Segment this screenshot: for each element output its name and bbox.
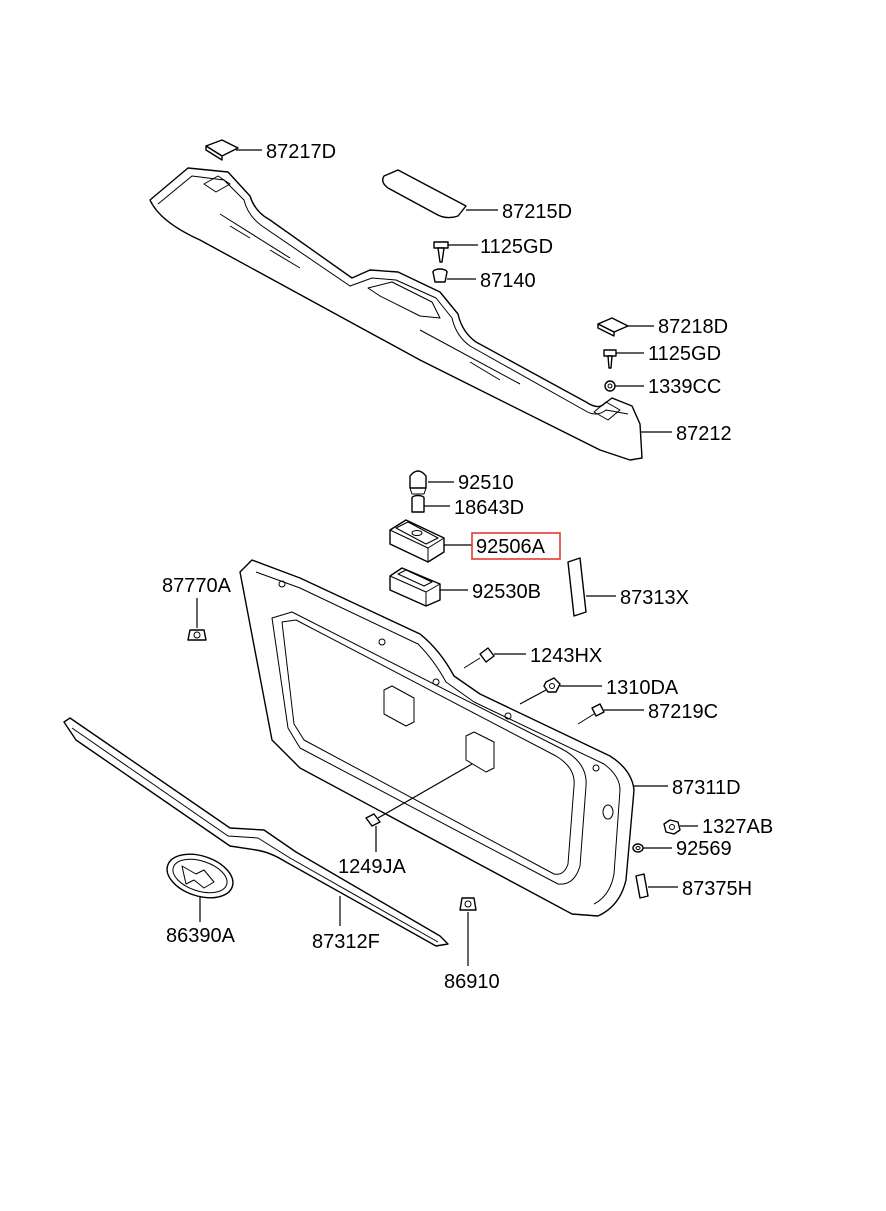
label-87219C[interactable]: 87219C: [648, 701, 718, 723]
strip-87215D[interactable]: [381, 169, 467, 219]
molding-87312F[interactable]: [63, 717, 449, 947]
screw-1243HX[interactable]: [463, 647, 495, 669]
label-86910[interactable]: 86910: [444, 971, 500, 993]
grommet-87140[interactable]: [432, 268, 448, 283]
label-87218D[interactable]: 87218D: [658, 316, 728, 338]
pad-87217D[interactable]: [205, 139, 239, 161]
label-87215D[interactable]: 87215D: [502, 201, 572, 223]
emblem-86390A[interactable]: [161, 846, 238, 905]
label-1339CC[interactable]: 1339CC: [648, 376, 721, 398]
screw-1249JA[interactable]: [365, 813, 381, 827]
lamp-assembly-92506A[interactable]: [389, 519, 445, 563]
pad-87218D[interactable]: [597, 317, 629, 337]
nut-1327AB[interactable]: [663, 819, 681, 835]
label-87375H[interactable]: 87375H: [682, 878, 752, 900]
strip-87313X[interactable]: [567, 557, 587, 617]
lens-housing-92530B[interactable]: [389, 567, 441, 607]
nut-1339CC[interactable]: [604, 380, 616, 392]
label-92506A[interactable]: 92506A: [476, 536, 546, 558]
pad-87375H[interactable]: [635, 873, 649, 899]
label-1249JA[interactable]: 1249JA: [338, 856, 406, 878]
label-87212[interactable]: 87212: [676, 423, 732, 445]
garnish-panel-87311D[interactable]: [239, 559, 635, 917]
label-92510[interactable]: 92510: [458, 472, 514, 494]
label-92569[interactable]: 92569: [676, 838, 732, 860]
label-1327AB[interactable]: 1327AB: [702, 816, 773, 838]
label-1310DA[interactable]: 1310DA: [606, 677, 679, 699]
label-87311D[interactable]: 87311D: [672, 777, 741, 799]
label-1125GD-lower[interactable]: 1125GD: [648, 343, 721, 365]
label-86390A[interactable]: 86390A: [166, 925, 236, 947]
screw-87219C[interactable]: [577, 703, 605, 725]
label-1243HX[interactable]: 1243HX: [530, 645, 602, 667]
spoiler-garnish-87212[interactable]: [149, 167, 643, 461]
label-18643D[interactable]: 18643D: [454, 497, 524, 519]
socket-18643D[interactable]: [411, 494, 425, 513]
clip-86910[interactable]: [459, 897, 477, 911]
label-87217D[interactable]: 87217D: [266, 141, 336, 163]
nut-1310DA[interactable]: [543, 677, 561, 693]
clip-87770A[interactable]: [187, 629, 207, 641]
label-87312F[interactable]: 87312F: [312, 931, 380, 953]
bulb-92510[interactable]: [409, 470, 427, 495]
label-87770A[interactable]: 87770A: [162, 575, 232, 597]
label-92530B[interactable]: 92530B: [472, 581, 541, 603]
label-1125GD-upper[interactable]: 1125GD: [480, 236, 553, 258]
screw-1125GD-upper[interactable]: [433, 241, 449, 263]
screw-1125GD-lower[interactable]: [603, 349, 617, 369]
washer-92569[interactable]: [632, 843, 644, 853]
label-87140[interactable]: 87140: [480, 270, 536, 292]
label-87313X[interactable]: 87313X: [620, 587, 689, 609]
highlight-box-92506A: [471, 532, 561, 560]
